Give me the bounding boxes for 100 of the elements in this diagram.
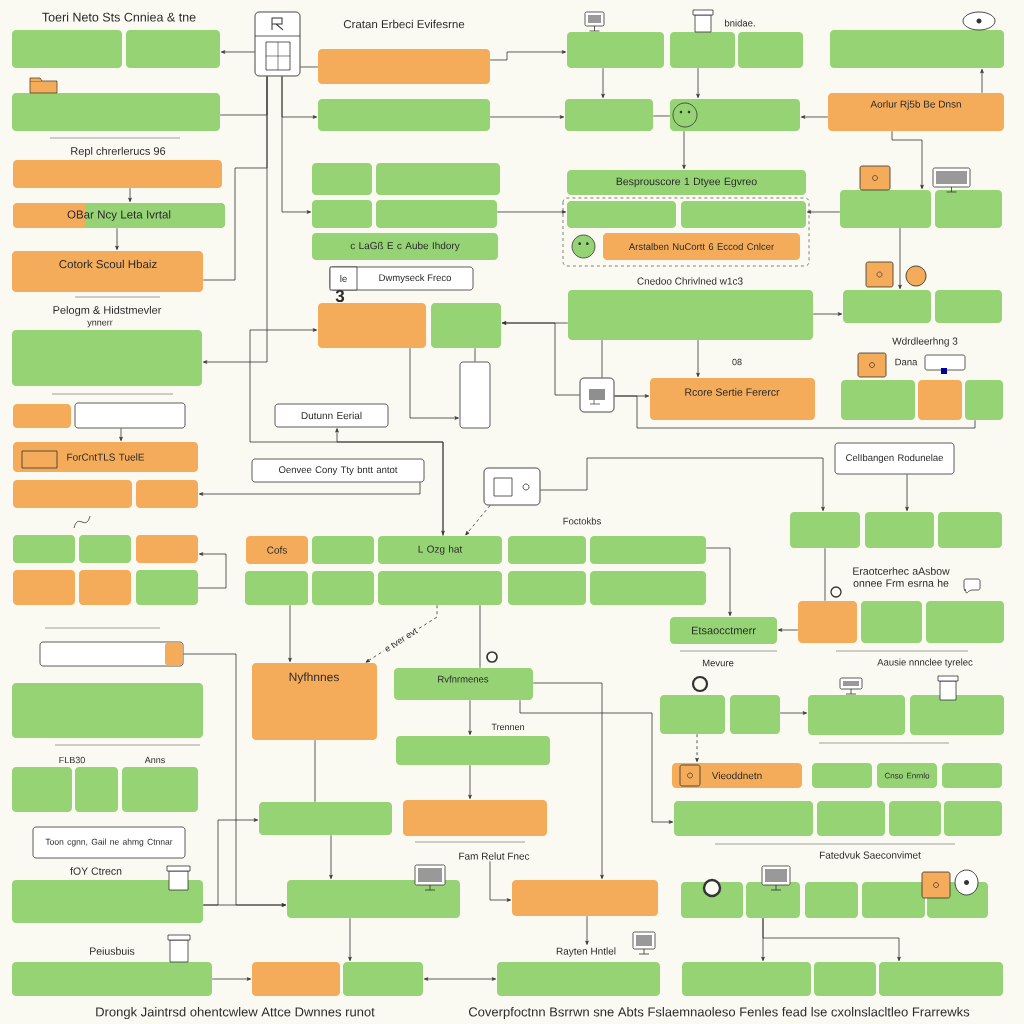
process-box	[935, 190, 1002, 228]
process-box	[12, 683, 203, 738]
process-box	[840, 190, 931, 228]
note-text: Eraotcerhec aAsbow onnee Frm esrna he	[853, 567, 950, 587]
process-box: Arstalben NuCortt 6 Eccod Cnlcer	[603, 233, 800, 260]
process-box	[136, 535, 198, 563]
process-box	[567, 201, 676, 228]
box-heading: Cnedoo Chrivlned w1c3	[637, 277, 743, 285]
process-box	[798, 601, 857, 643]
process-box	[396, 736, 550, 765]
process-box	[808, 695, 905, 735]
outlined-box: CelIbangen Rodunelae	[834, 442, 955, 475]
process-box	[935, 290, 1002, 323]
process-box	[674, 801, 813, 836]
text-label: Fam Relut Fnec	[459, 852, 530, 860]
process-box	[670, 32, 735, 68]
outlined-box	[74, 402, 186, 429]
box-title: Aorlur Rj5b Be Dnsn	[870, 100, 961, 110]
edge-label: Trennen	[489, 722, 527, 732]
process-box	[312, 536, 374, 564]
caption-text: Coverpfoctnn Bsrrwn sne Abts Fslaemnaoleso Fenles fead lse cxolnslacltleo Frarrewks	[468, 1006, 970, 1020]
box-title: Rvfnrmenes	[438, 675, 489, 683]
process-box	[512, 880, 658, 916]
process-box	[590, 536, 706, 564]
box-heading: fOY Ctrecn	[70, 867, 122, 875]
callout-number: 3	[335, 289, 345, 303]
section-heading: Fatedvuk Saeconvimet	[819, 851, 921, 859]
process-box	[12, 30, 122, 68]
process-box	[805, 882, 858, 918]
process-box	[567, 32, 664, 68]
process-box	[376, 163, 500, 195]
process-box	[136, 570, 198, 605]
process-box	[918, 380, 962, 420]
process-box	[259, 802, 392, 835]
box-heading: Pelogm & Hidstmevler	[53, 305, 162, 317]
process-box	[13, 480, 132, 508]
process-box	[681, 201, 806, 228]
process-box: Besprouscore 1 Dtyee Egvreo	[567, 170, 806, 195]
outlined-box: Oenvee Cony Tty bntt antot	[251, 458, 425, 483]
section-heading: Aausie nnnclee tyrelec	[877, 658, 973, 668]
outlined-box	[459, 361, 491, 429]
process-box: Etsaocctmerr	[670, 617, 777, 644]
box-title: Rcore Sertie Ferercr	[685, 388, 780, 396]
process-box	[841, 380, 915, 420]
process-box	[865, 512, 934, 548]
device-icon	[483, 467, 541, 506]
section-heading: Toeri Neto Sts Cnniea & tne	[42, 12, 196, 22]
process-box	[861, 601, 922, 643]
process-box	[889, 801, 941, 836]
section-heading: Foctokbs	[563, 517, 601, 525]
process-box	[790, 512, 860, 548]
process-box	[376, 200, 497, 228]
process-box	[942, 763, 1002, 788]
outlined-box	[39, 641, 184, 667]
icon-caption: bnidae.	[725, 19, 755, 27]
process-box	[312, 571, 374, 605]
process-box	[812, 763, 872, 788]
process-box	[79, 535, 131, 563]
process-box: ForCntTLS TuelE	[13, 442, 198, 472]
process-box	[318, 99, 490, 131]
process-box	[926, 601, 1004, 643]
process-box: Cnso Enrnlo	[877, 763, 937, 788]
process-box	[403, 800, 547, 836]
process-box	[126, 30, 220, 68]
section-heading: Mevure	[702, 659, 734, 667]
icon-caption: Dana	[895, 358, 918, 366]
process-box	[944, 801, 1002, 836]
text-label: Rayten Hntlel	[556, 947, 616, 957]
process-box	[122, 767, 198, 812]
process-box	[730, 695, 780, 734]
box-label: Dwmyseck Freco	[379, 274, 451, 283]
process-box	[910, 695, 1004, 735]
process-box	[13, 535, 75, 563]
process-box	[565, 99, 653, 131]
edge-label: e tver evt	[381, 625, 421, 655]
process-box	[245, 571, 308, 605]
process-box	[814, 962, 876, 996]
box-heading: ynnerr	[87, 320, 113, 328]
note-text: FLB30	[59, 756, 85, 764]
process-box	[252, 962, 340, 996]
process-box	[12, 767, 72, 812]
process-box	[497, 962, 660, 996]
process-box: Cofs	[246, 536, 308, 564]
box-title: Nyfhnnes	[289, 672, 339, 684]
process-box	[965, 380, 1003, 420]
process-box	[343, 962, 423, 996]
process-box	[843, 290, 931, 323]
process-box	[75, 767, 118, 812]
section-heading: Wdrdleerhng 3	[892, 337, 958, 347]
process-box	[508, 536, 586, 564]
process-box	[879, 962, 1003, 996]
process-box	[830, 30, 1004, 68]
process-box	[287, 880, 460, 918]
process-box	[938, 512, 1002, 548]
box-heading: Peiusbuis	[90, 947, 135, 955]
outlined-box: Toon cgnn, Gail ne ahmg Ctnnar	[32, 826, 186, 859]
process-box	[590, 571, 706, 605]
process-box	[378, 571, 502, 605]
device-icon	[254, 11, 301, 77]
process-box: L Ozg hat	[378, 536, 502, 564]
